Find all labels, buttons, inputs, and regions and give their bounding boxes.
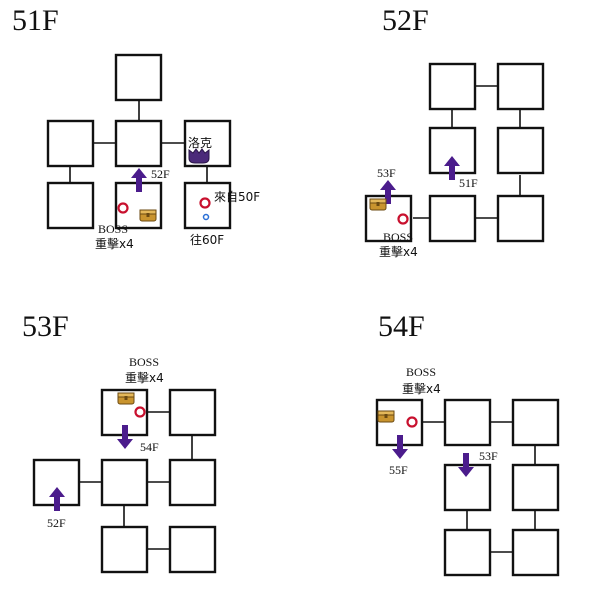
room xyxy=(443,398,492,447)
room xyxy=(511,528,560,577)
floor-52f: 52F 51F 53F BOSS 重擊x4 xyxy=(364,4,545,259)
room xyxy=(428,62,477,111)
room xyxy=(46,181,95,230)
room xyxy=(168,458,217,507)
portal-marker-icon xyxy=(202,213,210,221)
treasure-chest-icon xyxy=(377,410,395,423)
floor-title: 51F xyxy=(12,4,59,37)
crit-label: 重擊x4 xyxy=(379,244,418,259)
crit-label: 重擊x4 xyxy=(402,381,441,396)
floor-title: 53F xyxy=(22,310,69,343)
boss-label: BOSS xyxy=(98,222,128,236)
room xyxy=(496,194,545,243)
room xyxy=(100,525,149,574)
treasure-chest-icon xyxy=(139,209,157,222)
boss-label: BOSS xyxy=(383,230,413,244)
npc-luoke-icon xyxy=(188,148,210,164)
stair-label: 53F xyxy=(377,166,396,180)
stair-label: 52F xyxy=(151,167,170,181)
stair-label: 52F xyxy=(47,516,66,530)
stair-label: 55F xyxy=(389,463,408,477)
floor-53f: 53F BOSS 重擊x4 54F 52F xyxy=(22,310,217,574)
boss-label: BOSS xyxy=(406,365,436,379)
treasure-chest-icon xyxy=(369,198,387,211)
room xyxy=(496,62,545,111)
stair-label: 53F xyxy=(479,449,498,463)
room xyxy=(428,194,477,243)
crit-label: 重擊x4 xyxy=(95,236,134,251)
treasure-chest-icon xyxy=(117,392,135,405)
room xyxy=(511,463,560,512)
stair-label: 51F xyxy=(459,176,478,190)
room xyxy=(114,119,163,168)
room xyxy=(114,53,163,102)
boss-label: BOSS xyxy=(129,355,159,369)
stair-label: 54F xyxy=(140,440,159,454)
to-label: 往60F xyxy=(190,232,224,247)
floor-title: 54F xyxy=(378,310,425,343)
room xyxy=(168,388,217,437)
room xyxy=(100,458,149,507)
room xyxy=(496,126,545,175)
room xyxy=(443,528,492,577)
floor-51f: 51F 洛克 52F 來自50F 往60F BOSS 重擊x4 xyxy=(12,4,260,251)
room xyxy=(168,525,217,574)
room xyxy=(32,458,81,507)
room xyxy=(46,119,95,168)
npc-label: 洛克 xyxy=(188,135,212,150)
floor-title: 52F xyxy=(382,4,429,37)
floor-54f: 54F BOSS 重擊x4 55F 53F xyxy=(375,310,560,577)
crit-label: 重擊x4 xyxy=(125,370,164,385)
room xyxy=(511,398,560,447)
from-label: 來自50F xyxy=(214,190,260,204)
